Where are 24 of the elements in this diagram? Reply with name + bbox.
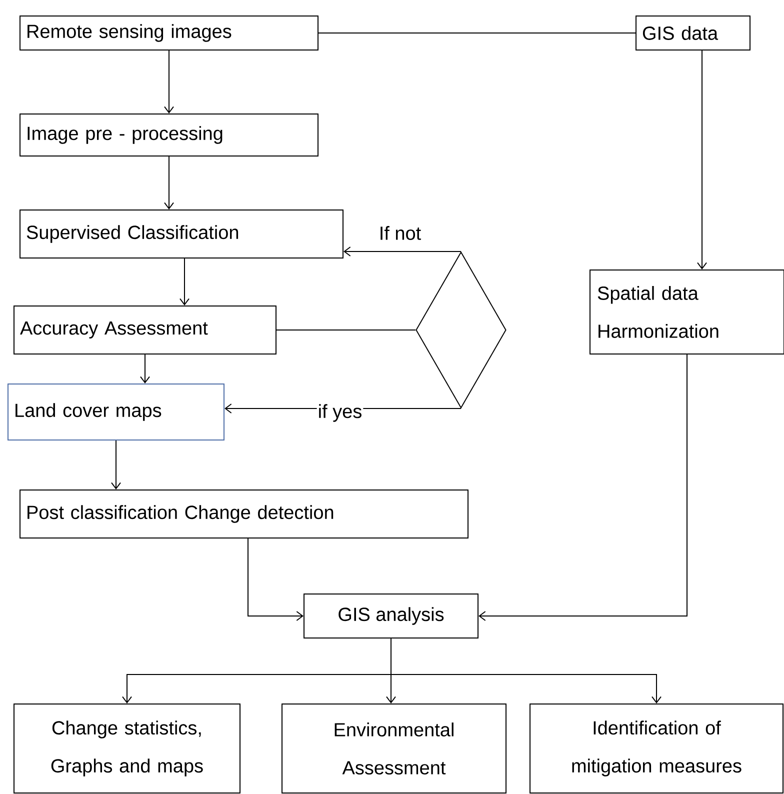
process-box: Identification of mitigation measures: [530, 704, 784, 794]
arrow: [164, 156, 174, 210]
arrow: [478, 354, 688, 621]
process-box: Accuracy Assessment: [14, 306, 276, 354]
edge-label: If not: [378, 225, 422, 241]
process-box: Post classification Change detection: [20, 490, 468, 538]
arrow: [111, 440, 121, 490]
process-box: Change statistics, Graphs and maps: [14, 704, 240, 794]
process-box: Supervised Classification: [20, 210, 344, 258]
arrow: [180, 258, 190, 306]
process-box: Spatial data Harmonization: [590, 270, 784, 354]
arrow: [164, 50, 174, 114]
process-box: GIS analysis: [304, 594, 478, 638]
process-box: Environmental Assessment: [282, 704, 506, 794]
process-box: Land cover maps: [8, 384, 224, 440]
arrow: [140, 354, 150, 384]
arrow: [390, 638, 662, 704]
arrow: [697, 50, 707, 270]
edge-label: if yes: [316, 403, 364, 423]
process-box: Image pre - processing: [20, 114, 318, 156]
arrow: [344, 246, 462, 256]
process-box: Remote sensing images: [20, 15, 318, 50]
process-box: GIS data: [636, 15, 750, 50]
arrow: [248, 538, 304, 621]
